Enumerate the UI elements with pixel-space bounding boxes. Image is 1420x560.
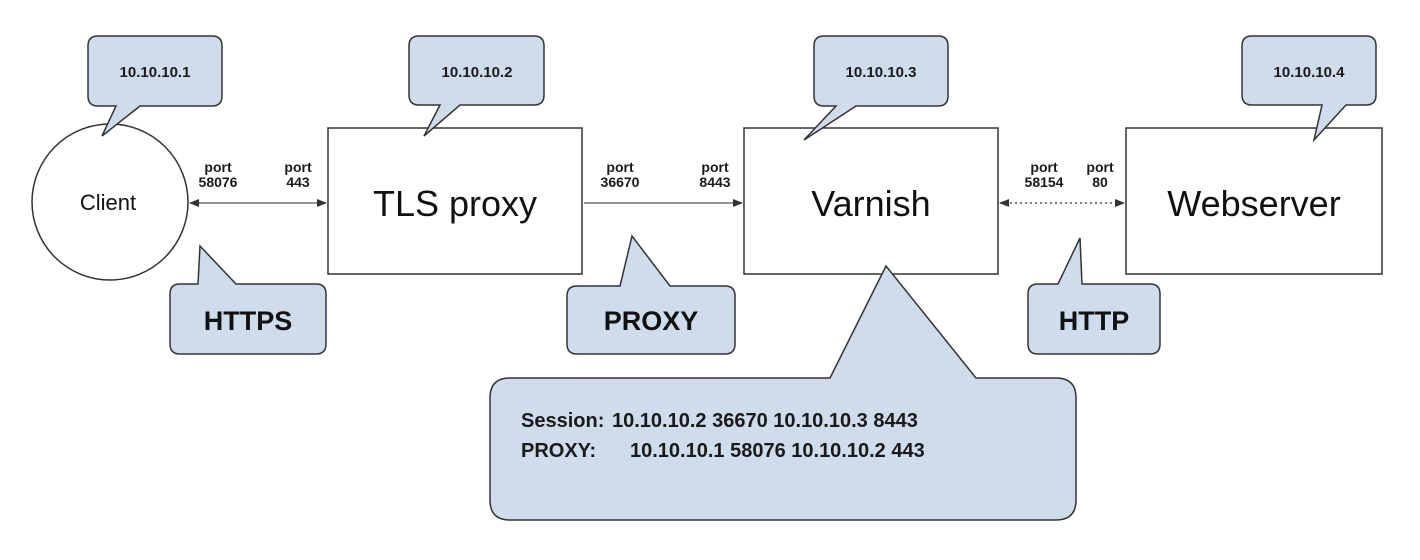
varnish-label: Varnish <box>811 183 930 224</box>
port-word: port <box>701 159 729 175</box>
webserver-ip-callout: 10.10.10.4 <box>1241 35 1377 143</box>
port-word: port <box>284 159 312 175</box>
tls-proxy-node: TLS proxy <box>327 127 583 275</box>
tls-proxy-port-label: port 443 <box>284 159 312 190</box>
client-node: Client <box>31 123 189 281</box>
client-ip-callout: 10.10.10.1 <box>87 35 223 137</box>
proxy-header-label: PROXY: <box>521 440 596 462</box>
tls-proxy-label: TLS proxy <box>373 183 537 224</box>
port-number: 443 <box>286 174 310 190</box>
varnish-ip: 10.10.10.3 <box>846 64 917 81</box>
port-number: 8443 <box>699 174 730 190</box>
http-label: HTTP <box>1059 306 1130 336</box>
varnish-node: Varnish <box>743 127 999 275</box>
proxy-callout: PROXY <box>566 234 736 355</box>
http-callout: HTTP <box>1027 237 1161 355</box>
webserver-port-label: port 80 <box>1086 159 1114 190</box>
port-word: port <box>1086 159 1114 175</box>
varnish-out-port-label: port 58154 <box>1025 159 1064 190</box>
proxy-header-value: 10.10.10.1 58076 10.10.10.2 443 <box>630 440 925 462</box>
tls-proxy-ip-callout: 10.10.10.2 <box>408 35 545 137</box>
session-label: Session: <box>521 410 604 432</box>
varnish-in-port-label: port 8443 <box>699 159 730 190</box>
webserver-ip: 10.10.10.4 <box>1274 64 1346 81</box>
port-number: 80 <box>1092 174 1108 190</box>
https-label: HTTPS <box>204 306 293 336</box>
session-callout: Session: 10.10.10.2 36670 10.10.10.3 844… <box>489 264 1077 521</box>
client-label: Client <box>80 190 136 215</box>
tls-proxy-out-port-label: port 36670 <box>601 159 640 190</box>
port-number: 36670 <box>601 174 640 190</box>
port-word: port <box>204 159 232 175</box>
webserver-node: Webserver <box>1125 127 1383 275</box>
client-port-label: port 58076 <box>199 159 238 190</box>
varnish-ip-callout: 10.10.10.3 <box>803 35 949 141</box>
proxy-label: PROXY <box>604 306 699 336</box>
https-callout: HTTPS <box>169 244 327 355</box>
client-ip: 10.10.10.1 <box>120 64 191 81</box>
port-number: 58076 <box>199 174 238 190</box>
port-word: port <box>1030 159 1058 175</box>
webserver-label: Webserver <box>1167 183 1340 224</box>
port-word: port <box>606 159 634 175</box>
session-value: 10.10.10.2 36670 10.10.10.3 8443 <box>612 410 918 432</box>
tls-proxy-ip: 10.10.10.2 <box>442 64 513 81</box>
port-number: 58154 <box>1025 174 1064 190</box>
